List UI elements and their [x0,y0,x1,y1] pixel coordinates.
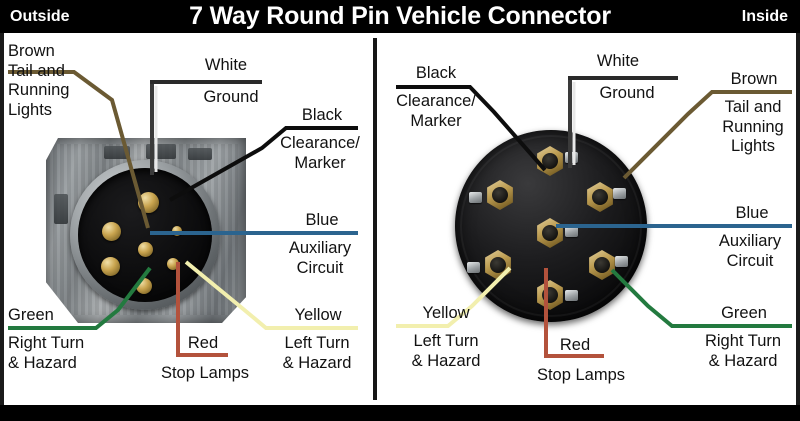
terminal-blue [537,218,563,248]
label-black-right-heading: Black [415,64,457,82]
label-tailrunning-right: Tail and Running Lights [706,98,800,157]
pin-blue [138,242,153,257]
label-blue-left-heading: Blue [305,211,339,229]
label-red-left: Red [168,334,238,354]
label-ground-right-line1: Ground [599,84,655,102]
label-rightturn-right: Right Turn & Hazard [688,332,798,371]
label-ground-right: Ground [582,84,672,104]
label-red-right: Red [540,336,610,356]
label-blue-right-line2: Circuit [726,251,774,270]
terminal-screw [615,256,628,267]
pin-yellow [167,258,179,270]
label-brown-right-line3: Lights [730,137,776,155]
label-brown-left: Brown Tail and Running Lights [8,42,69,120]
housing-detail [104,146,130,159]
label-yellow-right-heading: Yellow [422,304,470,322]
terminal-screw [565,152,578,163]
label-brown-right-line1: Tail and [724,98,782,116]
label-black-left: Black [282,106,362,126]
label-black-right-line1: Clearance/ [396,92,476,110]
label-leftturn-left: Left Turn & Hazard [262,334,372,373]
label-rightturn-left: Right Turn & Hazard [8,334,84,373]
panel-divider [373,38,377,400]
inside-connector-image [455,130,655,322]
outside-connector-image [46,138,246,323]
label-white-left-heading: White [204,56,248,74]
housing-detail [54,194,68,224]
label-clearance-right: Clearance/ Marker [384,92,488,131]
pin-white [138,192,159,213]
label-green-right-heading: Green [721,304,767,322]
label-brown-left-heading: Brown [8,42,55,60]
label-blue-right: Blue [712,204,792,224]
page-title: 7 Way Round Pin Vehicle Connector [189,2,611,30]
label-red-right-line1: Stop Lamps [536,366,626,384]
terminal-screw [467,262,480,273]
pin-red [136,278,152,294]
label-blue-left-line2: Circuit [296,258,344,277]
label-brown-left-line1: Tail and [8,61,65,80]
label-red-left-line1: Stop Lamps [160,364,250,382]
label-green-left: Green [8,306,54,326]
bottom-bar [0,405,800,421]
label-black-right: Black [396,64,476,84]
label-leftturn-right: Left Turn & Hazard [392,332,500,371]
title-outside-label: Outside [10,8,70,25]
label-brown-right-heading: Brown [730,70,778,88]
label-red-left-heading: Red [187,334,219,352]
label-blue-right-heading: Blue [735,204,769,222]
label-black-left-line1: Clearance/ [280,134,360,152]
label-yellow-left-line2: & Hazard [282,353,352,372]
label-green-right-line1: Right Turn [704,332,782,350]
label-green-left-line1: Right Turn [8,334,85,352]
label-yellow-left-line1: Left Turn [284,334,350,352]
label-green-left-line2: & Hazard [8,353,77,372]
terminal-screw [613,188,626,199]
label-blue-right-line1: Auxiliary [718,232,782,250]
label-blue-left-line1: Auxiliary [288,239,352,257]
pin-black [172,226,182,236]
terminal-screw [469,192,482,203]
label-ground-left: Ground [186,88,276,108]
label-white-right-heading: White [596,52,640,70]
label-white-left: White [186,56,266,76]
label-green-right: Green [694,304,794,324]
label-yellow-left-heading: Yellow [294,306,342,324]
terminal-brown [587,182,613,212]
label-red-right-heading: Red [559,336,591,354]
label-yellow-right-line2: & Hazard [411,351,481,370]
pin-brown [102,222,121,241]
housing-detail [188,148,212,160]
pin-green [101,257,120,276]
label-black-left-line2: Marker [294,153,346,172]
label-black-right-line2: Marker [410,111,462,130]
label-brown-right: Brown [714,70,794,90]
terminal-screw [565,290,578,301]
label-white-right: White [578,52,658,72]
title-bar: Outside 7 Way Round Pin Vehicle Connecto… [0,0,800,33]
label-brown-left-line2: Running [8,81,70,99]
label-brown-left-line3: Lights [8,100,53,119]
label-yellow-right: Yellow [396,304,496,324]
label-green-right-line2: & Hazard [708,351,778,370]
label-ground-left-line1: Ground [203,88,259,106]
label-yellow-right-line1: Left Turn [413,332,479,350]
label-yellow-left: Yellow [268,306,368,326]
label-auxiliary-left: Auxiliary Circuit [270,239,370,278]
label-green-left-heading: Green [8,306,54,324]
label-black-left-heading: Black [301,106,343,124]
label-clearance-left: Clearance/ Marker [268,134,372,173]
label-auxiliary-right: Auxiliary Circuit [700,232,800,271]
housing-detail [146,144,176,159]
label-blue-left: Blue [282,211,362,231]
label-stoplamps-right: Stop Lamps [516,366,646,386]
terminal-screw [565,226,578,237]
label-brown-right-line2: Running [722,117,784,136]
title-inside-label: Inside [741,8,788,25]
label-stoplamps-left: Stop Lamps [140,364,270,384]
